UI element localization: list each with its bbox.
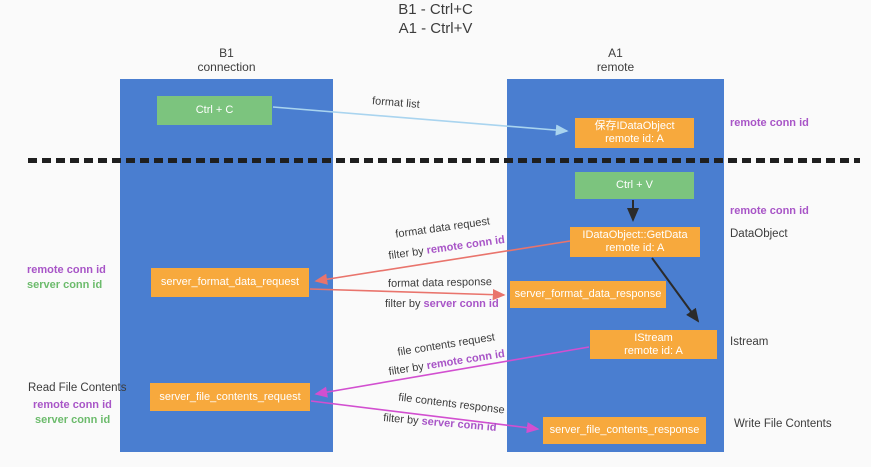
title-line-1: B1 - Ctrl+C xyxy=(398,1,473,18)
server-file-contents-request-label: server_file_contents_request xyxy=(159,390,301,403)
annotation-server-conn-id-left-2: server conn id xyxy=(35,414,111,426)
filter-prefix: filter by xyxy=(385,298,424,310)
arrow-format-data-request xyxy=(314,240,571,285)
save-idataobject-line1: 保存IDataObject xyxy=(594,120,675,132)
arrow-getdata-to-istream xyxy=(651,257,700,323)
server-format-data-response-label: server_format_data_response xyxy=(514,288,662,300)
lane-b1-role: connection xyxy=(197,60,256,74)
node-server-file-contents-response: server_file_contents_response xyxy=(543,417,706,444)
arrow-format-data-response xyxy=(309,288,506,301)
istream-line2: remote id: A xyxy=(624,344,683,357)
arrow-format-list xyxy=(272,106,569,136)
node-ctrl-c: Ctrl + C xyxy=(157,96,272,125)
node-save-idataobject: 保存IDataObject remote id: A xyxy=(575,118,694,148)
lane-a1-role: remote xyxy=(596,60,635,74)
istream-line1: IStream xyxy=(634,331,673,344)
label-format-data-response: format data response xyxy=(387,276,493,290)
lane-header-a1: A1 remote xyxy=(507,46,724,74)
lane-a1-name: A1 xyxy=(608,46,623,60)
filter-highlight-server-conn-id: server conn id xyxy=(423,298,499,310)
node-server-format-data-request: server_format_data_request xyxy=(151,268,309,297)
lane-header-b1: B1 connection xyxy=(120,46,333,74)
server-file-contents-response-label: server_file_contents_response xyxy=(549,424,700,436)
annotation-remote-conn-id-left-2: remote conn id xyxy=(33,399,112,411)
diagram-title: B1 - Ctrl+C A1 - Ctrl+V xyxy=(0,0,871,38)
annotation-dataobject: DataObject xyxy=(730,228,788,240)
annotation-remote-conn-id-right-1: remote conn id xyxy=(730,117,809,129)
node-idataobject-getdata: IDataObject::GetData remote id: A xyxy=(570,227,700,257)
annotation-istream: Istream xyxy=(730,336,769,348)
save-idataobject-line2: remote id: A xyxy=(605,133,664,145)
node-server-format-data-response: server_format_data_response xyxy=(510,281,666,308)
lane-b1-name: B1 xyxy=(219,46,234,60)
arrow-file-contents-request xyxy=(314,346,590,398)
ctrl-v-label: Ctrl + V xyxy=(616,179,653,191)
annotation-remote-conn-id-right-2: remote conn id xyxy=(730,205,809,217)
annotation-write-file-contents: Write File Contents xyxy=(734,418,832,430)
title-line-2: A1 - Ctrl+V xyxy=(398,20,473,37)
ctrl-c-label: Ctrl + C xyxy=(195,104,234,116)
dashed-separator xyxy=(28,158,860,163)
node-server-file-contents-request: server_file_contents_request xyxy=(150,383,310,411)
getdata-line2: remote id: A xyxy=(605,242,665,254)
arrow-file-contents-response xyxy=(310,400,540,434)
annotation-remote-conn-id-left-1: remote conn id xyxy=(27,264,106,276)
node-ctrl-v: Ctrl + V xyxy=(575,172,694,199)
annotation-server-conn-id-left-1: server conn id xyxy=(27,279,103,291)
getdata-line1: IDataObject::GetData xyxy=(582,229,688,241)
label-filter-by-server-conn-id-1: filter by server conn id xyxy=(385,298,499,310)
server-format-data-request-label: server_format_data_request xyxy=(160,276,300,288)
node-istream: IStream remote id: A xyxy=(590,330,717,359)
annotation-read-file-contents: Read File Contents xyxy=(28,382,127,394)
